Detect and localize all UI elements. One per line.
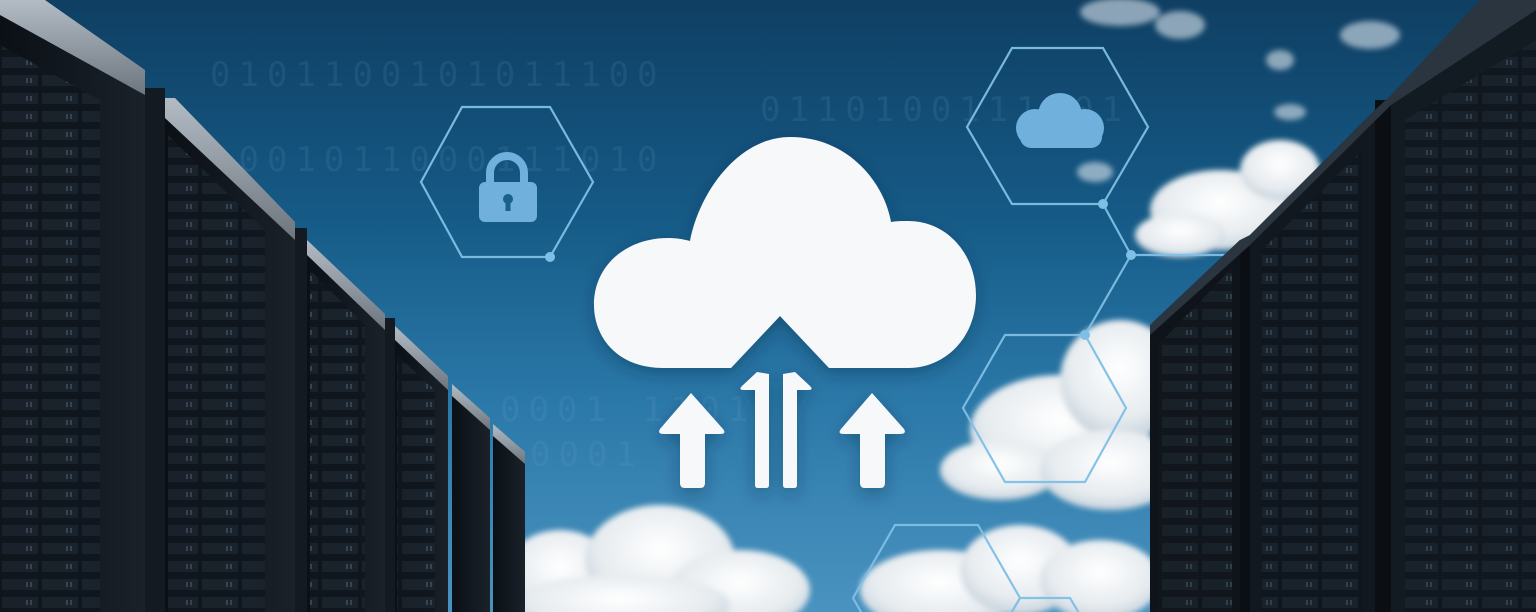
- cloud-icon: [1016, 93, 1104, 148]
- upload-arrow: [740, 372, 769, 488]
- left-server-racks: [0, 0, 525, 612]
- binary-code-text: 0001: [530, 435, 644, 475]
- upload-arrow: [839, 393, 905, 488]
- lock-icon: [479, 152, 537, 222]
- right-server-racks: [1150, 0, 1536, 612]
- upload-arrow: [783, 372, 812, 488]
- binary-code-text: 0101100101011100: [210, 55, 666, 95]
- upload-arrow: [659, 393, 725, 488]
